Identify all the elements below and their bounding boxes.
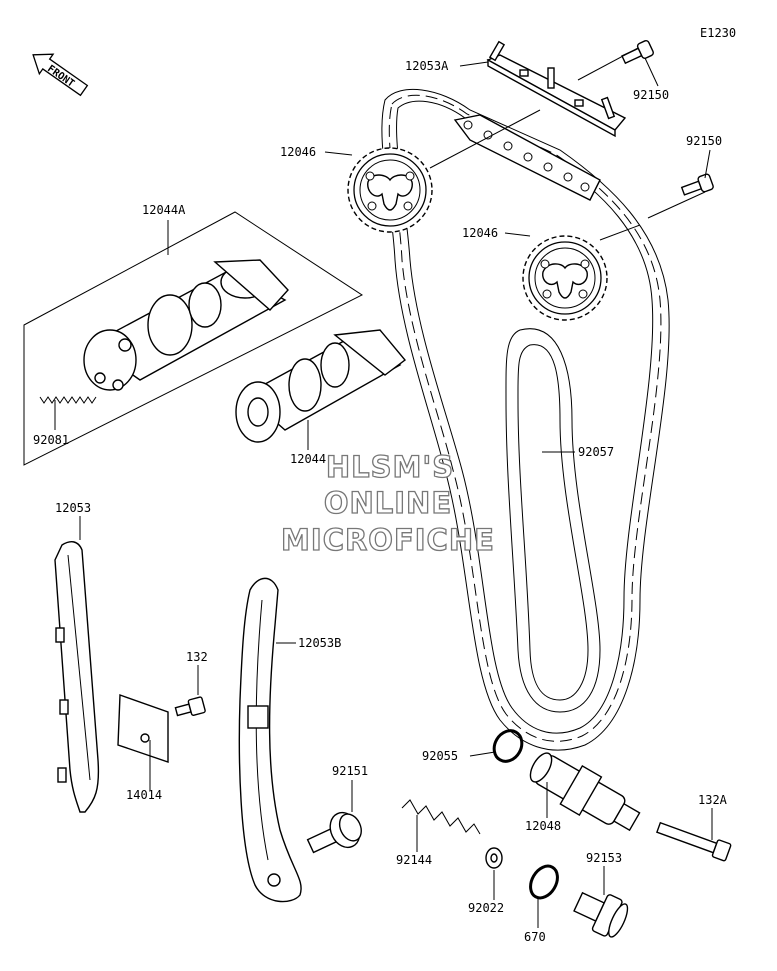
- front-arrow-icon: FRONT: [32, 53, 89, 97]
- o-ring-92055: [492, 729, 524, 763]
- callout-92057: 92057: [578, 445, 614, 459]
- plug-bolt-92153: [573, 891, 629, 938]
- chain-guide-12053: [54, 541, 100, 813]
- callout-92081: 92081: [33, 433, 69, 447]
- tensioner-12048: [529, 752, 641, 832]
- spring-92081: [39, 396, 97, 404]
- callout-12048: 12048: [525, 819, 561, 833]
- sprocket-12046-upper: [347, 147, 433, 233]
- camshaft-12044: [235, 329, 407, 443]
- leader-lines: [54, 47, 713, 928]
- callout-132A: 132A: [698, 793, 728, 807]
- watermark-line-2: ONLINE: [324, 486, 452, 520]
- callout-12053: 12053: [55, 501, 91, 515]
- plate-14014: [117, 694, 169, 763]
- callout-12053B: 12053B: [298, 636, 341, 650]
- bolt-132A: [656, 821, 732, 862]
- callout-92055: 92055: [422, 749, 458, 763]
- chain-link-band: [453, 114, 601, 201]
- callout-12044: 12044: [290, 452, 326, 466]
- bolt-92150-right: [680, 173, 714, 196]
- watermark: HLSM'S ONLINE MICROFICHE: [280, 449, 495, 557]
- camshaft-12044A: [83, 259, 289, 391]
- bolt-92150-upper: [621, 39, 654, 65]
- callout-12046-lower: 12046: [462, 226, 498, 240]
- chain-guide-12053A: [486, 40, 627, 138]
- bolt-132: [174, 696, 206, 717]
- callout-92150-right: 92150: [686, 134, 722, 148]
- callout-14014: 14014: [126, 788, 162, 802]
- washer-92022: [485, 847, 503, 869]
- callout-92022: 92022: [468, 901, 504, 915]
- chain-guide-12053B: [238, 577, 302, 903]
- cam-chain-92057: [381, 88, 670, 751]
- callout-92150-upper: 92150: [633, 88, 669, 102]
- pivot-bolt-92151: [306, 811, 362, 854]
- diagram-code: E1230: [700, 26, 736, 40]
- spring-92144: [401, 799, 481, 835]
- watermark-line-3: MICROFICHE: [281, 523, 495, 557]
- sprocket-12046-lower: [522, 235, 608, 321]
- callout-92144: 92144: [396, 853, 432, 867]
- o-ring-670: [529, 864, 559, 900]
- callout-12046-upper: 12046: [280, 145, 316, 159]
- callout-670: 670: [524, 930, 546, 944]
- callout-92153: 92153: [586, 851, 622, 865]
- callout-132: 132: [186, 650, 208, 664]
- callout-92151: 92151: [332, 764, 368, 778]
- callout-12053A: 12053A: [405, 59, 449, 73]
- callout-12044A: 12044A: [142, 203, 186, 217]
- watermark-line-1: HLSM'S: [326, 450, 454, 484]
- camshaft-assembly-box: [23, 211, 364, 466]
